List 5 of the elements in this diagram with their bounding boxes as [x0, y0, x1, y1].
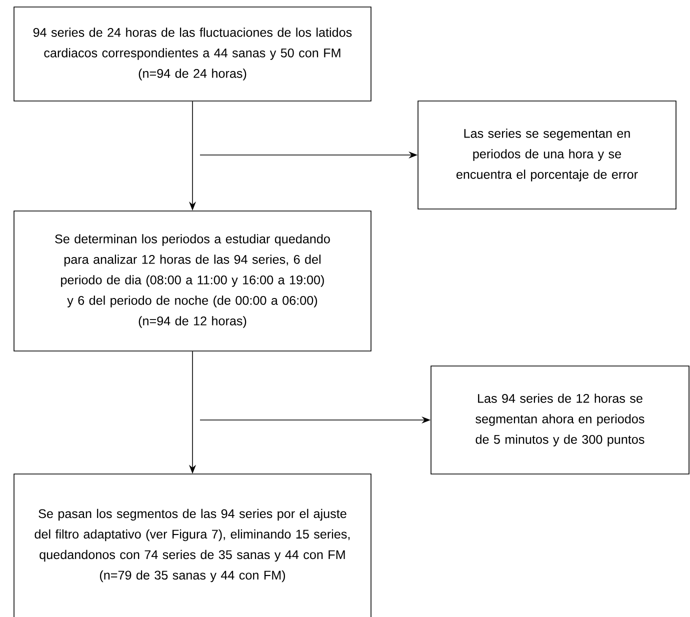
process-box: Las 94 series de 12 horas se segmentan ahora en periodos de 5 minutos y de 300 puntos	[430, 366, 690, 474]
process-box: Las series se segementan en periodos de una hora y se encuentra el porcentaje de error	[418, 100, 676, 210]
process-box: Se pasan los segmentos de las 94 series por el ajuste del filtro adaptativo (ver Figura 7), eliminando 15 series, quedandonos con 74 series de 35 sanas y 44 con FM (n=79 de 35 sanas y 44 con FM)	[14, 474, 372, 617]
process-box: 94 series de 24 horas de las fluctuaciones de los latidos cardiacos correspondientes a 44 sanas y 50 con FM (n=94 de 24 horas)	[14, 6, 372, 102]
process-box: Se determinan los periodos a estudiar quedando para analizar 12 horas de las 94 series, 6 del periodo de dia (08:00 a 11:00 y 16:00 a 19:00) y 6 del periodo de noche (de 00:00 a 06:00) (n=94 de 12 horas)	[14, 210, 372, 352]
